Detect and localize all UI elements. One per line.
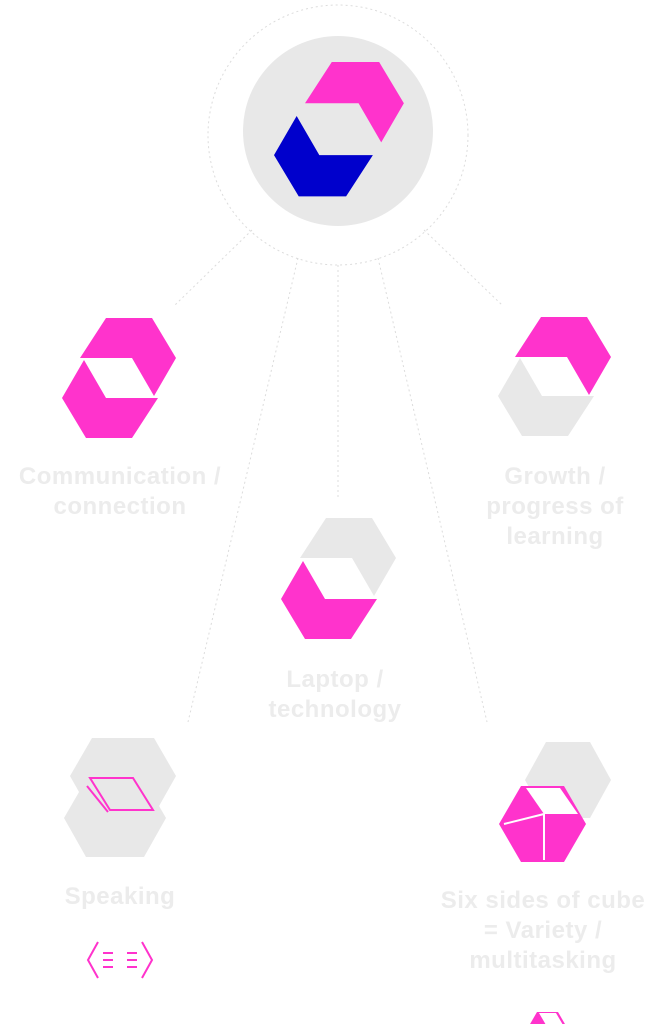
logo: [243, 36, 433, 226]
connector-communication: [174, 229, 253, 306]
connector-growth: [423, 229, 503, 306]
grey-top-pink-bottom-icon: [281, 518, 396, 639]
two-pink-hexagon-halves-icon: [62, 318, 176, 438]
small-cube-icon: [530, 1012, 565, 1024]
outer-dashed-ring: [207, 4, 469, 266]
label-growth: Growth / progress of learning: [486, 463, 624, 550]
label-communication: Communication / connection: [18, 463, 222, 520]
label-cube: Six sides of cube = Variety / multitaski…: [440, 887, 646, 974]
grey-hexagons-speech-icon: [64, 738, 176, 857]
pink-top-grey-bottom-icon: [498, 317, 611, 436]
speaking-arrows-icon: [86, 941, 154, 979]
connector-lines: [174, 4, 503, 723]
label-speaking: Speaking: [64, 883, 176, 910]
pink-cube-icon: [499, 742, 611, 862]
label-laptop: Laptop / technology: [268, 666, 402, 723]
